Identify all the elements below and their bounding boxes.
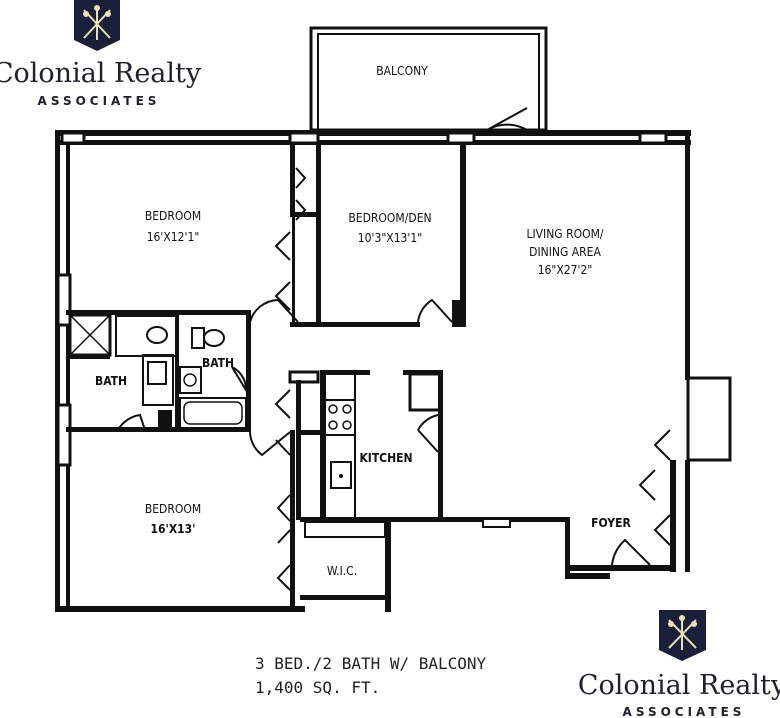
doors [117, 107, 671, 591]
brand-tagline: ASSOCIATES [38, 94, 161, 108]
emblem-icon [659, 610, 706, 661]
label-kitchen: KITCHEN [359, 451, 412, 465]
logo-bottom-right: Colonial Realty ASSOCIATES [578, 610, 780, 718]
caption: 3 BED./2 BATH W/ BALCONY 1,400 SQ. FT. [255, 654, 487, 697]
caption-line-1: 3 BED./2 BATH W/ BALCONY [255, 654, 487, 673]
label-foyer: FOYER [591, 516, 631, 530]
label-living-1: LIVING ROOM/ [526, 227, 603, 241]
emblem-icon [74, 0, 120, 51]
label-balcony: BALCONY [376, 64, 428, 78]
label-wic: W.I.C. [327, 564, 357, 578]
size-den: 10'3"X13'1" [358, 231, 422, 245]
label-bedroom-1: BEDROOM [145, 209, 201, 223]
label-bedroom-2: BEDROOM [145, 502, 201, 516]
size-bedroom-2: 16'X13' [151, 522, 196, 536]
logo-top-left: Colonial Realty ASSOCIATES [0, 0, 202, 108]
label-living-2: DINING AREA [529, 245, 601, 259]
brand-tagline: ASSOCIATES [623, 705, 746, 718]
size-bedroom-1: 16'X12'1" [147, 230, 200, 244]
size-living: 16"X27'2" [538, 263, 593, 277]
label-bath-2: BATH [202, 356, 234, 370]
brand-name: Colonial Realty [578, 670, 780, 701]
label-bath-1: BATH [95, 374, 127, 388]
label-den: BEDROOM/DEN [348, 211, 431, 225]
walls [55, 26, 732, 612]
room-labels: BALCONY BEDROOM 16'X12'1" BEDROOM/DEN 10… [95, 64, 632, 578]
brand-name: Colonial Realty [0, 58, 202, 89]
caption-line-2: 1,400 SQ. FT. [255, 678, 380, 697]
